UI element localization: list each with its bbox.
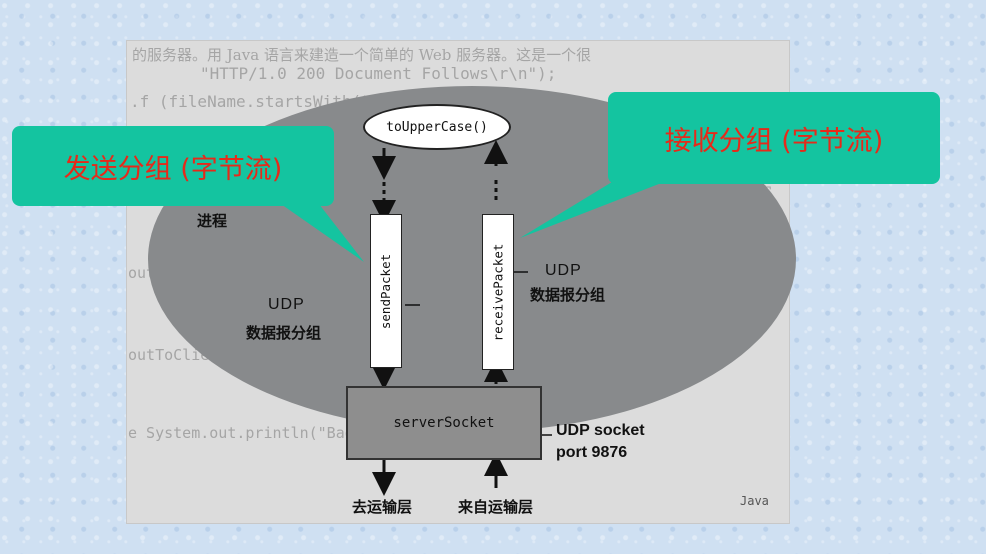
server-socket-box: serverSocket bbox=[346, 386, 542, 460]
send-callout-tail bbox=[268, 195, 364, 262]
receive-callout: 接收分组 (字节流) bbox=[608, 92, 940, 184]
port-label: port 9876 bbox=[556, 444, 628, 461]
datagram-right-label: 数据报分组 bbox=[530, 286, 606, 304]
send-packet-box: sendPacket bbox=[370, 214, 402, 368]
udp-socket-label: UDP socket bbox=[556, 422, 645, 439]
from-transport-label: 来自运输层 bbox=[458, 498, 534, 516]
receive-callout-tail bbox=[520, 182, 664, 238]
udp-left-label: UDP bbox=[268, 296, 305, 313]
process-label: 进程 bbox=[197, 212, 228, 230]
receive-packet-label: receivePacket bbox=[490, 243, 506, 341]
udp-right-label: UDP bbox=[545, 262, 582, 279]
send-packet-label: sendPacket bbox=[378, 253, 394, 329]
datagram-left-label: 数据报分组 bbox=[246, 324, 322, 342]
to-upper-case-oval: toUpperCase() bbox=[363, 104, 511, 150]
receive-packet-box: receivePacket bbox=[482, 214, 514, 370]
to-transport-label: 去运输层 bbox=[352, 498, 413, 516]
send-callout: 发送分组 (字节流) bbox=[12, 126, 334, 206]
